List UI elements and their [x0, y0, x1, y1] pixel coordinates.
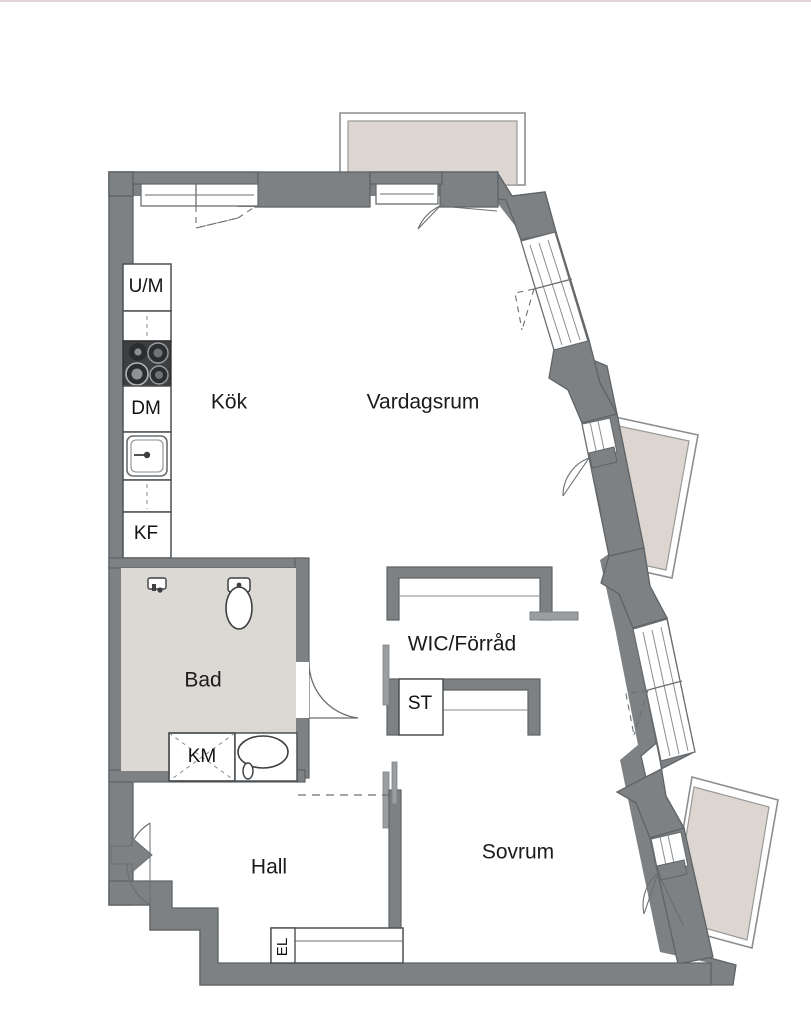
balcony-door-north-swing: [417, 205, 498, 230]
balcony-door-north[interactable]: [375, 183, 439, 205]
balcony-door-southeast-swing: [642, 859, 688, 926]
bathroom-door[interactable]: [296, 661, 359, 719]
balcony-door-east-swing: [562, 446, 618, 512]
kitchen-sink: [122, 431, 172, 481]
fixture-label-kf: KF: [134, 523, 158, 544]
fixture-labels: U/M DM KF KM ST EL: [129, 276, 433, 956]
room-label-wic-forrad: WIC/Förråd: [408, 633, 517, 656]
window-east-upper: [520, 231, 589, 351]
window-north-kitchen-swing: [195, 205, 257, 229]
window-east-upper-swing: [514, 231, 589, 342]
fixture-label-st: ST: [408, 693, 433, 714]
wic-upper-closet: [386, 566, 579, 621]
balcony-north: [339, 112, 526, 186]
bathroom-floor: [121, 568, 296, 771]
room-labels: Kök Vardagsrum Bad WIC/Förråd Sovrum Hal…: [184, 391, 554, 879]
fixture-label-dm: DM: [131, 398, 161, 419]
window-north-kitchen: [140, 183, 259, 207]
bathtub-basin: [234, 732, 298, 782]
window-east-lower-swing: [625, 618, 696, 753]
fixture-label-km: KM: [188, 746, 217, 767]
hall-sovrum-partition: [388, 761, 402, 964]
washing-machine-unit: [168, 732, 236, 782]
stove-four-burner: [122, 340, 172, 387]
room-label-sovrum: Sovrum: [482, 841, 554, 864]
bathroom-sink: [147, 577, 167, 593]
room-label-bad: Bad: [184, 669, 221, 692]
fixture-label-el: EL: [274, 938, 291, 956]
toilet: [225, 577, 253, 630]
electrical-cabinet: [270, 927, 404, 964]
north-wall: [108, 171, 499, 208]
room-label-hall: Hall: [251, 856, 287, 879]
entry-arrow-icon: [110, 836, 153, 874]
kitchen-unit-column: [122, 263, 172, 567]
fixture-label-um: U/M: [129, 276, 164, 297]
room-label-kok: Kök: [211, 391, 248, 414]
room-label-vardagsrum: Vardagsrum: [367, 391, 480, 414]
wic-lower-closet: [386, 678, 541, 736]
page-top-rule: [0, 0, 811, 2]
